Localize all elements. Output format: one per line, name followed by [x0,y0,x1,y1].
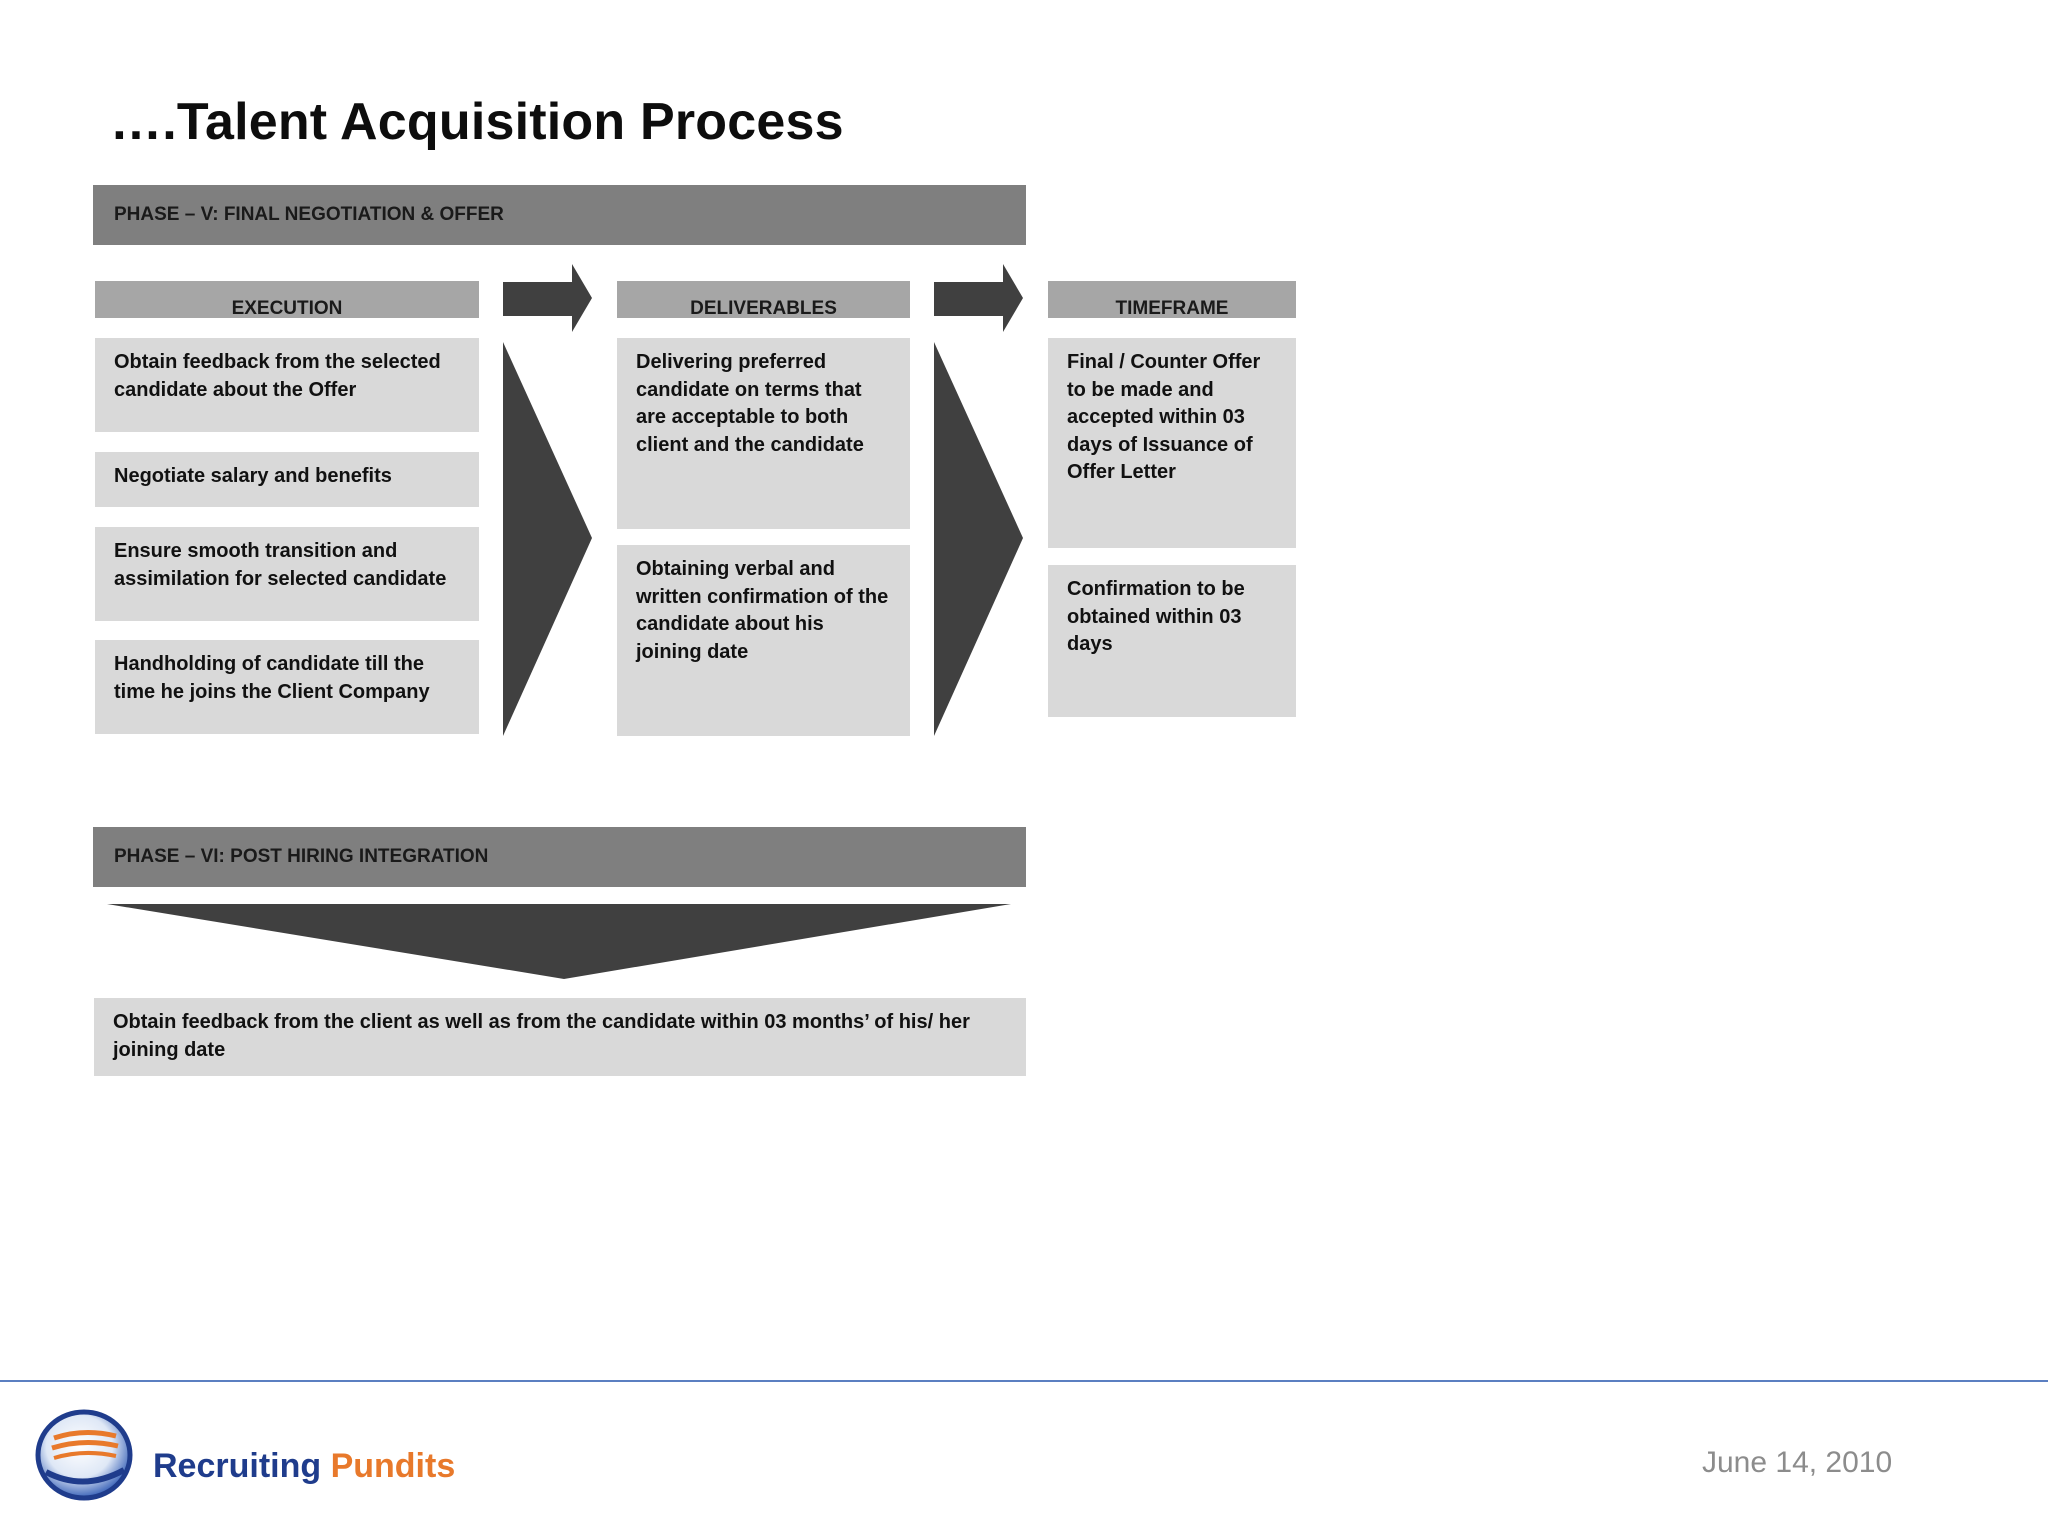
execution-header: EXECUTION [95,281,479,319]
page-title: ….Talent Acquisition Process [110,93,844,151]
timeframe-item: Confirmation to be obtained within 03 da… [1048,565,1296,717]
phase-6-header: PHASE – VI: POST HIRING INTEGRATION [93,827,1026,887]
footer-divider [0,1380,2048,1382]
phase-5-header: PHASE – V: FINAL NEGOTIATION & OFFER [93,185,1026,245]
footer-date: June 14, 2010 [1702,1446,1893,1479]
deliverable-item: Delivering preferred candidate on terms … [617,338,910,529]
logo-globe-icon [35,1409,133,1501]
deliverables-header: DELIVERABLES [617,281,910,319]
phase-6-item: Obtain feedback from the client as well … [94,998,1026,1076]
execution-item: Negotiate salary and benefits [95,452,479,507]
execution-item: Obtain feedback from the selected candid… [95,338,479,432]
execution-item: Handholding of candidate till the time h… [95,640,479,734]
phase-5-label: PHASE – V: FINAL NEGOTIATION & OFFER [114,204,504,225]
chevron-right-icon [934,342,1023,736]
company-logo: Recruiting Pundits [153,1447,456,1485]
right-arrow-icon [503,264,592,332]
phase-6-label: PHASE – VI: POST HIRING INTEGRATION [114,846,489,867]
timeframe-header: TIMEFRAME [1048,281,1296,319]
chevron-right-icon [503,342,592,736]
deliverable-item: Obtaining verbal and written confirmatio… [617,545,910,736]
right-arrow-icon [934,264,1023,332]
execution-item: Ensure smooth transition and assimilatio… [95,527,479,621]
timeframe-item: Final / Counter Offer to be made and acc… [1048,338,1296,548]
chevron-down-icon [107,904,1011,979]
